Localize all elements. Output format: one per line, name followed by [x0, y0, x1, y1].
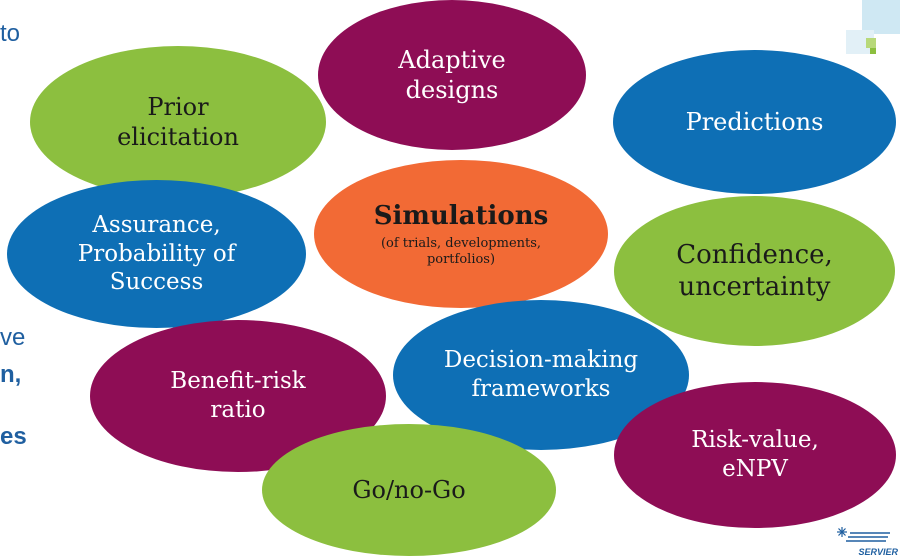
bubble-simulations: Simulations (of trials, developments, po… — [314, 160, 608, 308]
bubble-adaptive-designs: Adaptive designs — [318, 0, 586, 150]
background-text-to: to — [0, 20, 21, 47]
bubble-adaptive-designs-label: Adaptive designs — [398, 46, 506, 104]
bubble-assurance-label: Assurance, Probability of Success — [77, 211, 236, 296]
background-text-n: n, — [0, 361, 22, 388]
bubble-simulations-title: Simulations — [373, 200, 549, 231]
decorative-squares — [846, 0, 900, 54]
servier-logo — [837, 527, 890, 542]
bubble-benefit-risk-label: Benefit-risk ratio — [170, 368, 306, 423]
bubble-risk-value-label: Risk-value, eNPV — [691, 427, 819, 482]
bubble-prior-elicitation: Prior elicitation — [30, 46, 326, 198]
bubble-predictions: Predictions — [613, 50, 896, 194]
servier-logo-text: SERVIER — [858, 547, 898, 557]
bubble-risk-value: Risk-value, eNPV — [614, 382, 896, 528]
bubble-go-no-go-label: Go/no-Go — [352, 476, 466, 504]
bubble-simulations-subtitle: (of trials, developments, portfolios) — [380, 236, 542, 268]
bubble-assurance: Assurance, Probability of Success — [7, 180, 306, 328]
bubble-decision-making-label: Decision-making frameworks — [443, 347, 639, 402]
bubble-confidence: Confidence, uncertainty — [614, 196, 895, 346]
bubble-confidence-label: Confidence, uncertainty — [676, 239, 833, 303]
bubble-go-no-go: Go/no-Go — [262, 424, 556, 556]
bubble-prior-elicitation-label: Prior elicitation — [117, 93, 239, 151]
background-text-ve: ve — [0, 324, 26, 351]
background-text-es: es — [0, 423, 27, 450]
bubble-predictions-label: Predictions — [685, 108, 824, 136]
